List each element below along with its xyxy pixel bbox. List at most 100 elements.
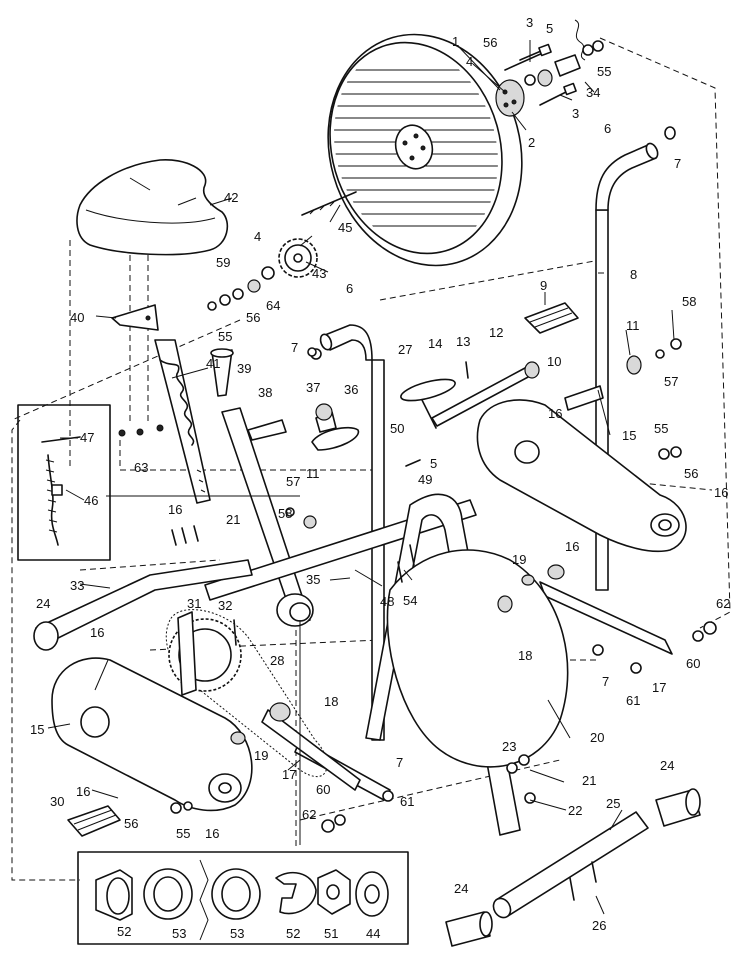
base-stabilizer-tube xyxy=(492,811,649,919)
crank-arm xyxy=(431,338,682,427)
flywheel xyxy=(327,33,523,267)
label-56d: 56 xyxy=(124,816,138,831)
label-47: 47 xyxy=(80,430,94,445)
label-9: 9 xyxy=(540,278,547,293)
label-43: 43 xyxy=(312,266,326,281)
label-27: 27 xyxy=(398,342,412,357)
seat-post xyxy=(154,339,211,504)
seat-clamp-bracket xyxy=(111,304,159,331)
part-number-labels: 1 4 56 3 5 55 34 3 2 6 7 42 45 4 59 43 8… xyxy=(30,15,730,941)
label-10: 10 xyxy=(547,354,561,369)
leader-lines xyxy=(47,40,675,915)
label-16d: 16 xyxy=(565,539,579,554)
label-7c: 7 xyxy=(602,674,609,689)
pedal-right xyxy=(524,302,579,334)
label-40: 40 xyxy=(70,310,84,325)
label-55d: 55 xyxy=(176,826,190,841)
label-28: 28 xyxy=(270,653,284,668)
end-cap-right xyxy=(655,788,701,827)
chain-guard-right xyxy=(476,399,687,553)
inset-tension-cable xyxy=(17,404,111,561)
tension-knob-bracket xyxy=(524,19,604,87)
label-62b: 62 xyxy=(302,807,316,822)
label-32: 32 xyxy=(218,598,232,613)
label-16b: 16 xyxy=(714,485,728,500)
label-62: 62 xyxy=(716,596,730,611)
tension-knob xyxy=(400,361,469,429)
label-16: 16 xyxy=(548,406,562,421)
label-7: 7 xyxy=(674,156,681,171)
chain-guard-left xyxy=(51,657,253,812)
label-34: 34 xyxy=(586,85,600,100)
label-60b: 60 xyxy=(316,782,330,797)
pedal-left xyxy=(67,805,121,837)
label-25: 25 xyxy=(606,796,620,811)
label-17: 17 xyxy=(652,680,666,695)
label-15b: 15 xyxy=(30,722,44,737)
label-39: 39 xyxy=(237,361,251,376)
label-55c: 55 xyxy=(654,421,668,436)
end-cap-bottom xyxy=(445,911,493,947)
label-59: 59 xyxy=(216,255,230,270)
label-4: 4 xyxy=(466,54,473,69)
label-58b: 58 xyxy=(278,506,292,521)
label-38: 38 xyxy=(258,385,272,400)
label-15: 15 xyxy=(622,428,636,443)
seat xyxy=(76,159,229,256)
label-53: 53 xyxy=(172,926,186,941)
label-64: 64 xyxy=(266,298,280,313)
label-60: 60 xyxy=(686,656,700,671)
label-4b: 4 xyxy=(254,229,261,244)
label-16g: 16 xyxy=(205,826,219,841)
label-31: 31 xyxy=(187,596,201,611)
label-6b: 6 xyxy=(346,281,353,296)
label-54: 54 xyxy=(403,593,417,608)
label-52b: 52 xyxy=(286,926,300,941)
label-30: 30 xyxy=(50,794,64,809)
label-18b: 18 xyxy=(324,694,338,709)
label-57b: 57 xyxy=(286,474,300,489)
label-42: 42 xyxy=(224,190,238,205)
label-12: 12 xyxy=(489,325,503,340)
label-7d: 7 xyxy=(396,755,403,770)
label-18: 18 xyxy=(518,648,532,663)
label-21b: 21 xyxy=(582,773,596,788)
label-17b: 17 xyxy=(282,767,296,782)
label-63: 63 xyxy=(134,460,148,475)
label-22: 22 xyxy=(568,803,582,818)
label-56b: 56 xyxy=(246,310,260,325)
inset-bearing-kit xyxy=(77,851,409,945)
label-8: 8 xyxy=(630,267,637,282)
label-5: 5 xyxy=(546,21,553,36)
drive-sprocket xyxy=(278,238,318,278)
label-33: 33 xyxy=(70,578,84,593)
label-48: 48 xyxy=(380,594,394,609)
hardware-nuts-bolts xyxy=(170,347,717,833)
label-11: 11 xyxy=(626,318,640,333)
label-11b: 11 xyxy=(306,466,320,481)
drive-chain xyxy=(165,609,328,777)
label-53b: 53 xyxy=(230,926,244,941)
label-24b: 24 xyxy=(660,758,674,773)
label-1: 1 xyxy=(452,34,459,49)
chain-tensioner xyxy=(230,702,361,791)
label-2: 2 xyxy=(528,135,535,150)
flywheel-hub xyxy=(495,79,525,117)
flywheel-axle xyxy=(301,191,357,216)
label-5b: 5 xyxy=(430,456,437,471)
resistance-assembly xyxy=(210,348,360,451)
label-35: 35 xyxy=(306,572,320,587)
label-58: 58 xyxy=(682,294,696,309)
label-14: 14 xyxy=(428,336,442,351)
label-6: 6 xyxy=(604,121,611,136)
label-20: 20 xyxy=(590,730,604,745)
label-16f: 16 xyxy=(76,784,90,799)
label-46: 46 xyxy=(84,493,98,508)
label-55: 55 xyxy=(597,64,611,79)
hub-bolts xyxy=(504,43,577,106)
label-37: 37 xyxy=(306,380,320,395)
label-36: 36 xyxy=(344,382,358,397)
label-41: 41 xyxy=(206,356,220,371)
label-19: 19 xyxy=(512,552,526,567)
